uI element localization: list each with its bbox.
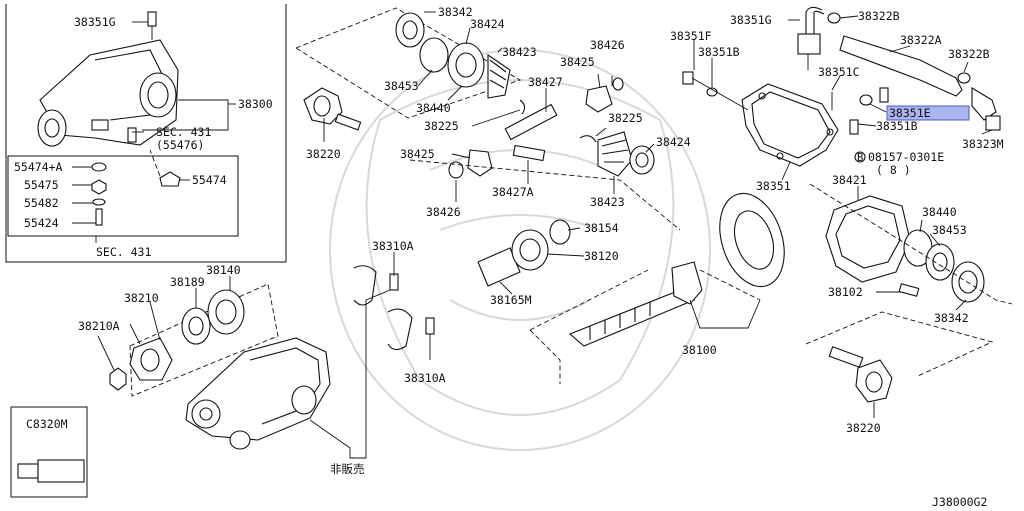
label-38425-top: 38425	[560, 55, 595, 69]
callout-labels: 38351G 38300 SEC. 431 (55476) 55474+A 55…	[14, 5, 1004, 509]
label-38423-top: 38423	[502, 45, 537, 59]
label-38351b-top: 38351B	[698, 45, 740, 59]
label-38424-top: 38424	[470, 17, 505, 31]
dashed-group-mid	[409, 159, 681, 231]
bolt-symbol-letter: B	[857, 152, 863, 164]
highlight-38351e	[886, 105, 970, 121]
label-38310a-bottom: 38310A	[404, 371, 446, 385]
front-pinion-parts	[109, 289, 245, 391]
label-not-sold: 非販売	[330, 462, 365, 476]
label-sec431-b: SEC. 431	[96, 245, 151, 259]
label-38421: 38421	[832, 173, 867, 187]
label-55482: 55482	[24, 196, 59, 210]
leader-lines	[72, 11, 993, 418]
label-38322a: 38322A	[900, 33, 942, 47]
carrier-housing	[185, 337, 331, 450]
pinion-bearing-spacer	[477, 219, 571, 287]
top-pinion-parts	[395, 12, 624, 141]
label-38342-right: 38342	[934, 311, 969, 325]
label-38453-top: 38453	[384, 79, 419, 93]
label-38426-mid: 38426	[426, 205, 461, 219]
label-38351g-left: 38351G	[74, 15, 116, 29]
rear-cover	[682, 71, 839, 167]
label-38210: 38210	[124, 291, 159, 305]
dashed-group-top	[295, 7, 522, 119]
label-38427: 38427	[528, 75, 563, 89]
label-38351b-right: 38351B	[876, 119, 918, 133]
label-38424-mid: 38424	[656, 135, 691, 149]
label-55475: 55475	[24, 178, 59, 192]
differential-carrier-assembly	[37, 11, 179, 147]
label-38351g-right: 38351G	[730, 13, 772, 27]
side-gear-parts	[448, 131, 655, 179]
companion-flange-left	[303, 87, 362, 131]
dashed-pinion	[529, 269, 761, 384]
label-38300: 38300	[238, 97, 273, 111]
label-38225-left: 38225	[424, 119, 459, 133]
differential-case	[825, 195, 985, 303]
bolt-symbol-icon	[854, 151, 866, 163]
label-55474a: 55474+A	[14, 160, 63, 174]
label-38102: 38102	[828, 285, 863, 299]
label-38140: 38140	[206, 263, 241, 277]
label-sec431-a: SEC. 431	[156, 125, 211, 139]
sec431-frame	[5, 4, 287, 263]
companion-flange-right	[805, 311, 994, 403]
label-38310a-top: 38310A	[372, 239, 414, 253]
label-38100: 38100	[682, 343, 717, 357]
diagram-code: J38000G2	[932, 495, 987, 509]
label-38220-left: 38220	[306, 147, 341, 161]
hardware-items	[91, 149, 181, 226]
label-08157: 08157-0301E	[868, 150, 944, 164]
c8320m-tool	[17, 459, 85, 483]
label-38426-top: 38426	[590, 38, 625, 52]
label-38154: 38154	[584, 221, 619, 235]
label-38425-mid: 38425	[400, 147, 435, 161]
label-38189: 38189	[170, 275, 205, 289]
label-38453-right: 38453	[932, 223, 967, 237]
label-55424: 55424	[24, 216, 59, 230]
label-38351f: 38351F	[670, 29, 712, 43]
label-08157-qty: ( 8 )	[876, 163, 911, 177]
label-38423-mid: 38423	[590, 195, 625, 209]
label-55476: (55476)	[156, 138, 204, 152]
label-38323m: 38323M	[962, 137, 1004, 151]
breather-hose	[797, 6, 1001, 135]
label-55474: 55474	[192, 173, 227, 187]
label-38210a: 38210A	[78, 319, 120, 333]
label-38427a: 38427A	[492, 185, 534, 199]
label-38351: 38351	[756, 179, 791, 193]
c8320m-box	[10, 406, 88, 498]
label-38322b-top: 38322B	[858, 9, 900, 23]
label-38342-top: 38342	[438, 5, 473, 19]
label-c8320m: C8320M	[26, 417, 68, 431]
label-38220-right: 38220	[846, 421, 881, 435]
lead-38300	[142, 99, 229, 131]
label-38322b-right: 38322B	[948, 47, 990, 61]
label-38440-top: 38440	[416, 101, 451, 115]
dashed-flange-right	[805, 311, 994, 377]
label-38351c: 38351C	[818, 65, 860, 79]
label-38165m: 38165M	[490, 293, 532, 307]
ring-gear-pinion	[529, 192, 785, 384]
dashed-group-right	[809, 183, 1013, 305]
lead-notsold	[309, 289, 391, 459]
hardware-box	[7, 155, 239, 237]
label-38440-right: 38440	[922, 205, 957, 219]
label-38225-right: 38225	[608, 111, 643, 125]
label-38351e: 38351E	[889, 106, 931, 120]
label-38120: 38120	[584, 249, 619, 263]
